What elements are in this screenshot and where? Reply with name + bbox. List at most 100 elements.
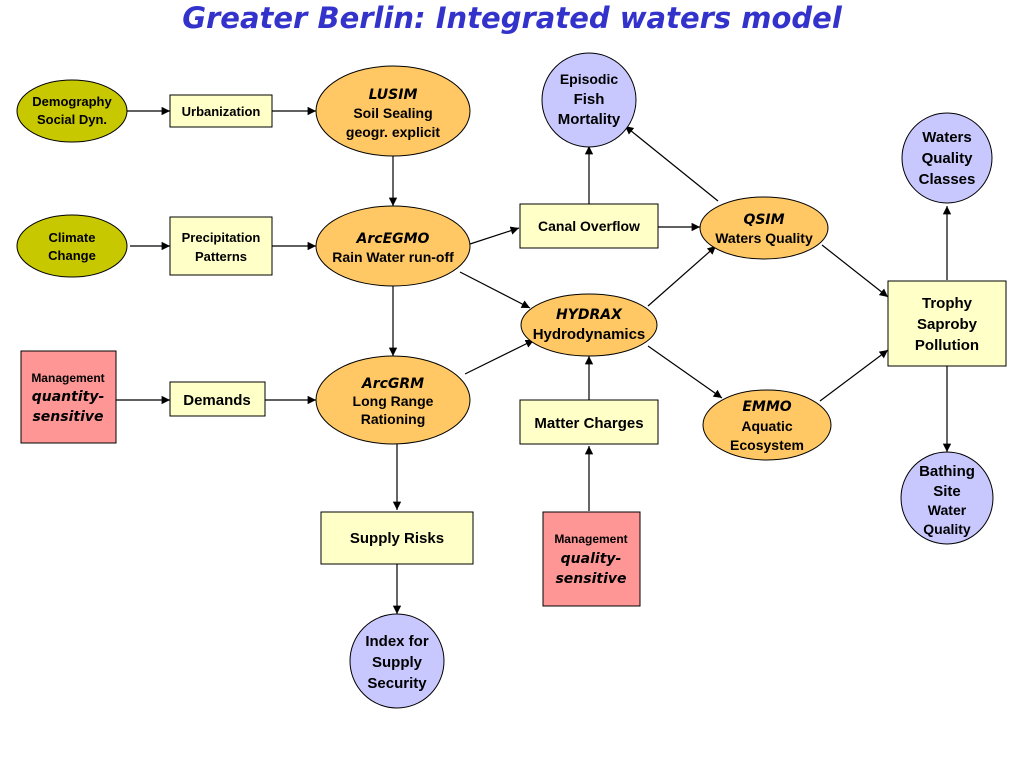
edge-arcegmo-canal <box>469 226 520 245</box>
index-supply-circle <box>349 613 445 709</box>
hydrax-label-1: HYDRAX <box>556 307 623 323</box>
node-hydrax: HYDRAX Hydrodynamics <box>520 293 658 357</box>
lusim-label-1: LUSIM <box>369 87 418 103</box>
demography-ellipse <box>16 79 128 143</box>
demography-label-2: Social Dyn. <box>37 112 107 127</box>
waters-quality-label-3: Classes <box>919 171 976 188</box>
supply-risks-label: Supply Risks <box>350 530 444 547</box>
hydrax-label-2: Hydrodynamics <box>533 326 646 343</box>
node-lusim: LUSIM Soil Sealing geogr. explicit <box>315 65 471 157</box>
climate-label-1: Climate <box>49 230 96 245</box>
management-quantity-label-3: sensitive <box>32 409 103 425</box>
lusim-label-3: geogr. explicit <box>346 124 440 140</box>
qsim-label-1: QSIM <box>743 212 784 228</box>
node-supply-risks: Supply Risks <box>320 511 474 565</box>
canal-overflow-label: Canal Overflow <box>538 218 640 234</box>
bathing-site-label-1: Bathing <box>919 463 975 480</box>
node-index-supply-security: Index for Supply Security <box>349 613 445 709</box>
node-climate-change: Climate Change <box>16 214 128 278</box>
node-qsim: QSIM Waters Quality <box>699 196 829 260</box>
node-arcegmo: ArcEGMO Rain Water run-off <box>315 205 471 287</box>
urbanization-label: Urbanization <box>182 104 261 119</box>
edge-arcegmo-hydrax <box>459 271 531 309</box>
node-bathing-site-water-quality: Bathing Site Water Quality <box>900 451 994 545</box>
management-quantity-box <box>20 350 117 444</box>
lusim-ellipse <box>315 65 471 157</box>
lusim-label-2: Soil Sealing <box>353 105 432 121</box>
management-quality-box <box>542 511 641 607</box>
demands-label: Demands <box>183 392 251 409</box>
edge-hydrax-qsim <box>647 245 717 307</box>
waters-quality-label-1: Waters <box>922 129 971 146</box>
precipitation-box <box>169 216 273 276</box>
matter-charges-box <box>519 399 659 445</box>
demands-box <box>169 381 266 417</box>
node-demands: Demands <box>169 381 266 417</box>
management-quality-label-3: sensitive <box>555 571 626 587</box>
bathing-site-label-4: Quality <box>923 521 971 537</box>
page-title: Greater Berlin: Integrated waters model <box>182 1 842 35</box>
edge-emmo-trophy <box>819 349 889 402</box>
arcgrm-label-3: Rationing <box>361 411 426 427</box>
trophy-label-2: Saproby <box>917 316 978 333</box>
urbanization-box <box>169 94 273 128</box>
canal-overflow-box <box>519 203 659 249</box>
arcegmo-ellipse <box>315 205 471 287</box>
node-precipitation: Precipitation Patterns <box>169 216 273 276</box>
climate-ellipse <box>16 214 128 278</box>
episodic-fish-label-3: Mortality <box>558 111 621 128</box>
node-episodic-fish-mortality: Episodic Fish Mortality <box>541 52 637 148</box>
bathing-site-label-2: Site <box>933 483 961 500</box>
node-matter-charges: Matter Charges <box>519 399 659 445</box>
waters-quality-circle <box>901 112 993 204</box>
climate-label-2: Change <box>48 248 96 263</box>
management-quality-label-1: Management <box>554 532 627 546</box>
node-arcgrm: ArcGRM Long Range Rationing <box>315 355 471 445</box>
episodic-fish-circle <box>541 52 637 148</box>
precipitation-label-2: Patterns <box>195 249 247 264</box>
precipitation-label-1: Precipitation <box>182 230 261 245</box>
qsim-label-2: Waters Quality <box>715 230 813 246</box>
emmo-label-3: Ecosystem <box>730 437 804 453</box>
hydrax-ellipse <box>520 293 658 357</box>
node-demography: Demography Social Dyn. <box>16 79 128 143</box>
trophy-box <box>887 280 1007 367</box>
node-trophy-saproby-pollution: Trophy Saproby Pollution <box>887 280 1007 367</box>
arcegmo-label-2: Rain Water run-off <box>332 249 454 265</box>
supply-risks-box <box>320 511 474 565</box>
node-management-quality: Management quality- sensitive <box>542 511 641 607</box>
trophy-label-3: Pollution <box>915 337 979 354</box>
arcegmo-label-1: ArcEGMO <box>356 231 430 247</box>
edges <box>116 106 952 614</box>
emmo-label-1: EMMO <box>742 399 791 415</box>
node-management-quantity: Management quantity- sensitive <box>20 350 117 444</box>
waters-quality-label-2: Quality <box>922 150 974 167</box>
management-quantity-label-2: quantity- <box>32 389 105 405</box>
edge-arcgrm-hydrax <box>464 339 535 375</box>
emmo-ellipse <box>702 389 832 461</box>
node-canal-overflow: Canal Overflow <box>519 203 659 249</box>
arcgrm-ellipse <box>315 355 471 445</box>
node-emmo: EMMO Aquatic Ecosystem <box>702 389 832 461</box>
node-waters-quality-classes: Waters Quality Classes <box>901 112 993 204</box>
management-quantity-label-1: Management <box>31 371 104 385</box>
arcgrm-label-1: ArcGRM <box>361 376 424 392</box>
episodic-fish-label-2: Fish <box>574 91 605 108</box>
arcgrm-label-2: Long Range <box>353 393 434 409</box>
edge-qsim-trophy <box>821 244 889 298</box>
node-urbanization: Urbanization <box>169 94 273 128</box>
index-supply-label-2: Supply <box>372 654 423 671</box>
index-supply-label-1: Index for <box>365 633 429 650</box>
matter-charges-label: Matter Charges <box>534 415 643 432</box>
bathing-site-circle <box>900 451 994 545</box>
management-quality-label-2: quality- <box>561 551 622 567</box>
edge-qsim-episodic <box>624 125 719 202</box>
edge-hydrax-emmo <box>647 345 723 399</box>
qsim-ellipse <box>699 196 829 260</box>
demography-label-1: Demography <box>32 94 112 109</box>
episodic-fish-label-1: Episodic <box>560 71 619 87</box>
trophy-label-1: Trophy <box>922 295 973 312</box>
emmo-label-2: Aquatic <box>741 418 793 434</box>
index-supply-label-3: Security <box>367 675 427 692</box>
